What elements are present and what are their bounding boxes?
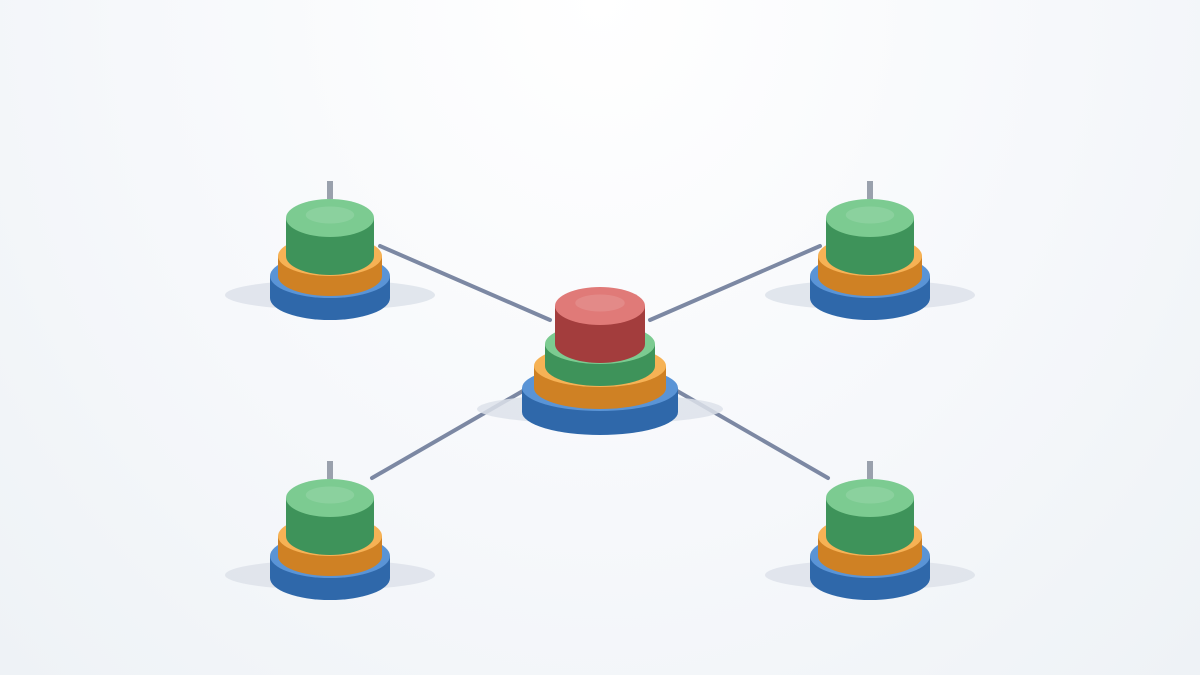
central-tower-highlight [575,294,625,312]
connector-line-2 [648,244,822,322]
tower-bottom-right-layer-green-top [826,479,914,517]
connector-line-1 [378,244,552,322]
tower-top-left-pole [327,181,333,199]
tower-top-right-layer-green [826,199,914,275]
tower-top-right-highlight [845,206,895,224]
tower-top-left [225,181,435,320]
central-tower-layer-red [555,287,645,363]
tower-bottom-left-pole [327,461,333,479]
tower-bottom-right-pole [867,461,873,479]
tower-bottom-left-layer-green-top [286,479,374,517]
tower-bottom-left [225,461,435,600]
tower-bottom-left-highlight [305,486,355,504]
tower-top-right [765,181,975,320]
tower-top-left-highlight [305,206,355,224]
tower-top-left-layer-green [286,199,374,275]
central-tower-layer-red-top [555,287,645,325]
tower-top-right-pole [867,181,873,199]
tower-top-left-layer-green-top [286,199,374,237]
tower-bottom-right-layer-green [826,479,914,555]
tower-top-right-layer-green-top [826,199,914,237]
central-tower [477,287,723,435]
tower-bottom-left-layer-green [286,479,374,555]
tower-bottom-right-highlight [845,486,895,504]
tower-bottom-right [765,461,975,600]
